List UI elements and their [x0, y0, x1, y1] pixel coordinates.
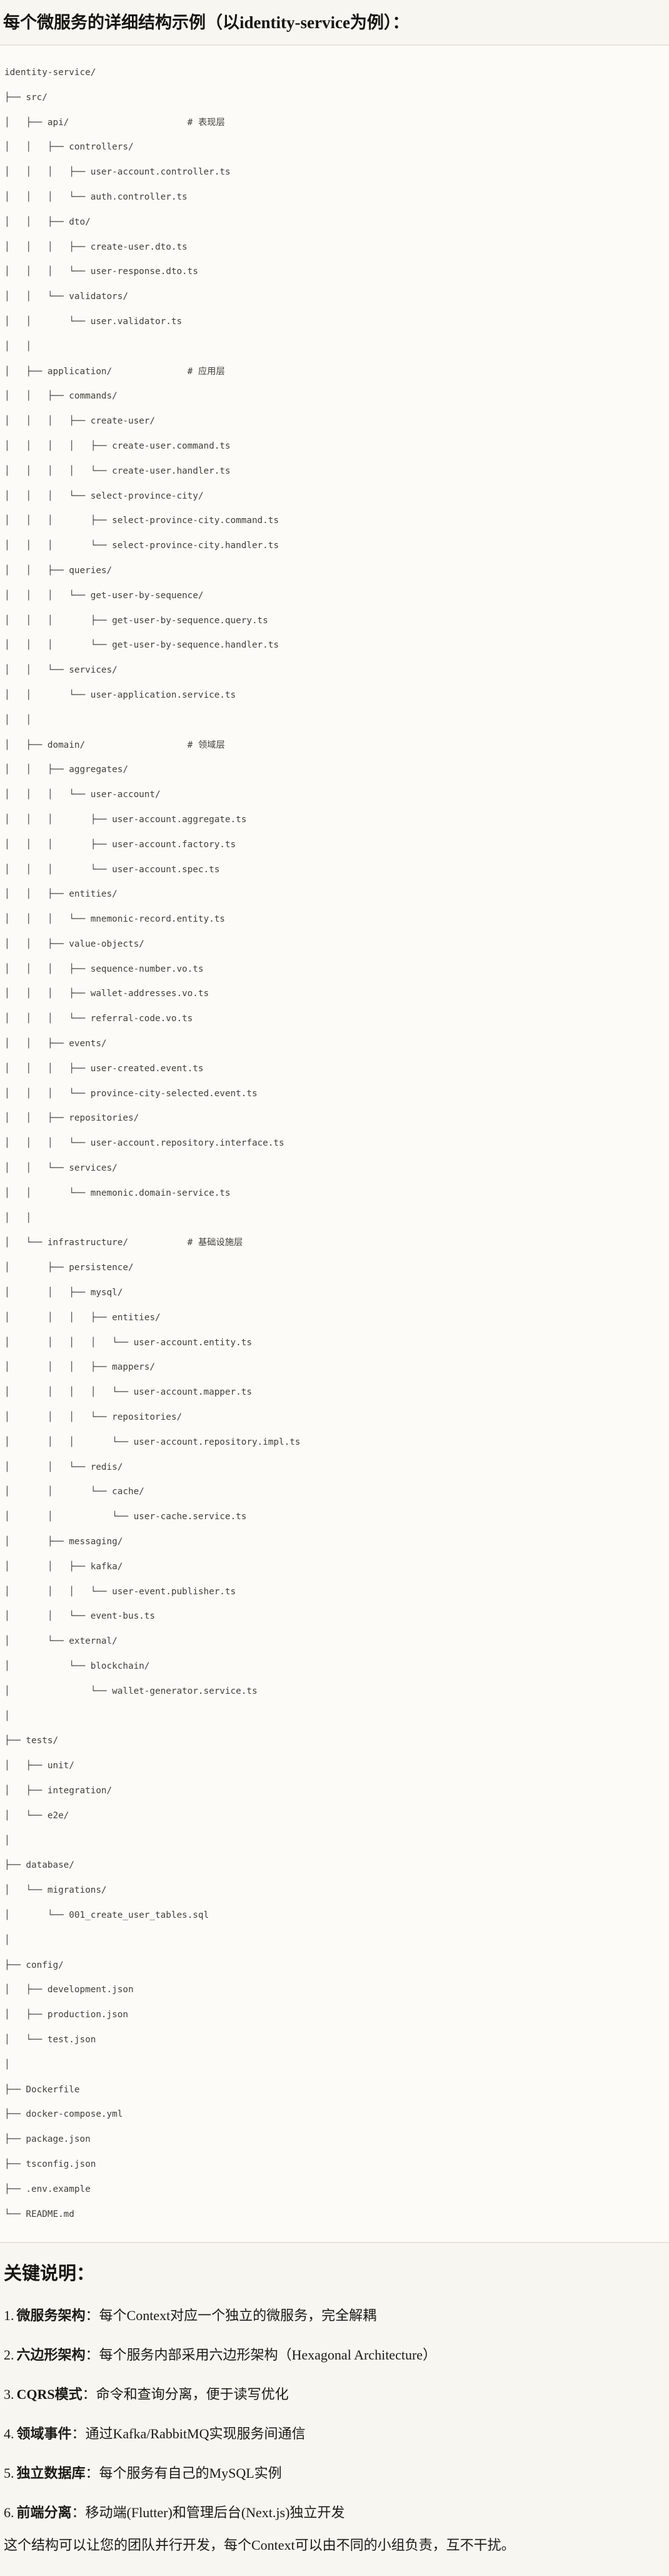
- list-item-desc: ：命令和查询分离，便于读写优化: [82, 2386, 289, 2403]
- list-item-term: 微服务架构: [16, 2308, 86, 2324]
- list-item-desc: ：每个Context对应一个独立的微服务，完全解耦: [85, 2308, 377, 2324]
- list-item-desc: ：每个服务有自己的MySQL实例: [85, 2465, 282, 2482]
- list-item-term: 独立数据库: [16, 2465, 86, 2482]
- list-item-desc: ：移动端(Flutter)和管理后台(Next.js)独立开发: [71, 2505, 345, 2521]
- list-item-number: 6.: [4, 2505, 14, 2521]
- list-item-number: 2.: [4, 2347, 14, 2363]
- list-item-term: 前端分离: [16, 2505, 72, 2521]
- page-title: 每个微服务的详细结构示例（以identity-service为例）：: [3, 13, 410, 32]
- list-item: 4.领域事件：通过Kafka/RabbitMQ实现服务间通信: [4, 2425, 664, 2443]
- list-item-term: 领域事件: [16, 2426, 72, 2442]
- closing-paragraph: 这个结构可以让您的团队并行开发，每个Context可以由不同的小组负责，互不干扰…: [4, 2537, 515, 2553]
- list-item-term: 六边形架构: [16, 2347, 86, 2363]
- notes-section: 关键说明： 1.微服务架构：每个Context对应一个独立的微服务，完全解耦 2…: [0, 2262, 669, 2555]
- directory-tree: identity-service/ ├── src/ │ ├── api/ # …: [4, 68, 301, 2219]
- list-item: 6.前端分离：移动端(Flutter)和管理后台(Next.js)独立开发: [4, 2503, 664, 2522]
- list-item: 2.六边形架构：每个服务内部采用六边形架构（Hexagonal Architec…: [4, 2346, 664, 2365]
- list-item-desc: ：通过Kafka/RabbitMQ实现服务间通信: [71, 2426, 306, 2442]
- list-item-number: 1.: [4, 2308, 14, 2324]
- list-item-number: 5.: [4, 2465, 14, 2482]
- code-block: identity-service/ ├── src/ │ ├── api/ # …: [0, 44, 669, 2244]
- notes-heading: 关键说明：: [4, 2264, 95, 2284]
- list-item: 3.CQRS模式：命令和查询分离，便于读写优化: [4, 2385, 664, 2404]
- list-item-number: 3.: [4, 2386, 14, 2403]
- list-item-desc: ：每个服务内部采用六边形架构（Hexagonal Architecture）: [85, 2347, 437, 2363]
- list-item-term: CQRS模式: [16, 2386, 83, 2403]
- list-item-number: 4.: [4, 2426, 14, 2442]
- list-item: 1.微服务架构：每个Context对应一个独立的微服务，完全解耦: [4, 2306, 664, 2325]
- list-item: 5.独立数据库：每个服务有自己的MySQL实例: [4, 2464, 664, 2483]
